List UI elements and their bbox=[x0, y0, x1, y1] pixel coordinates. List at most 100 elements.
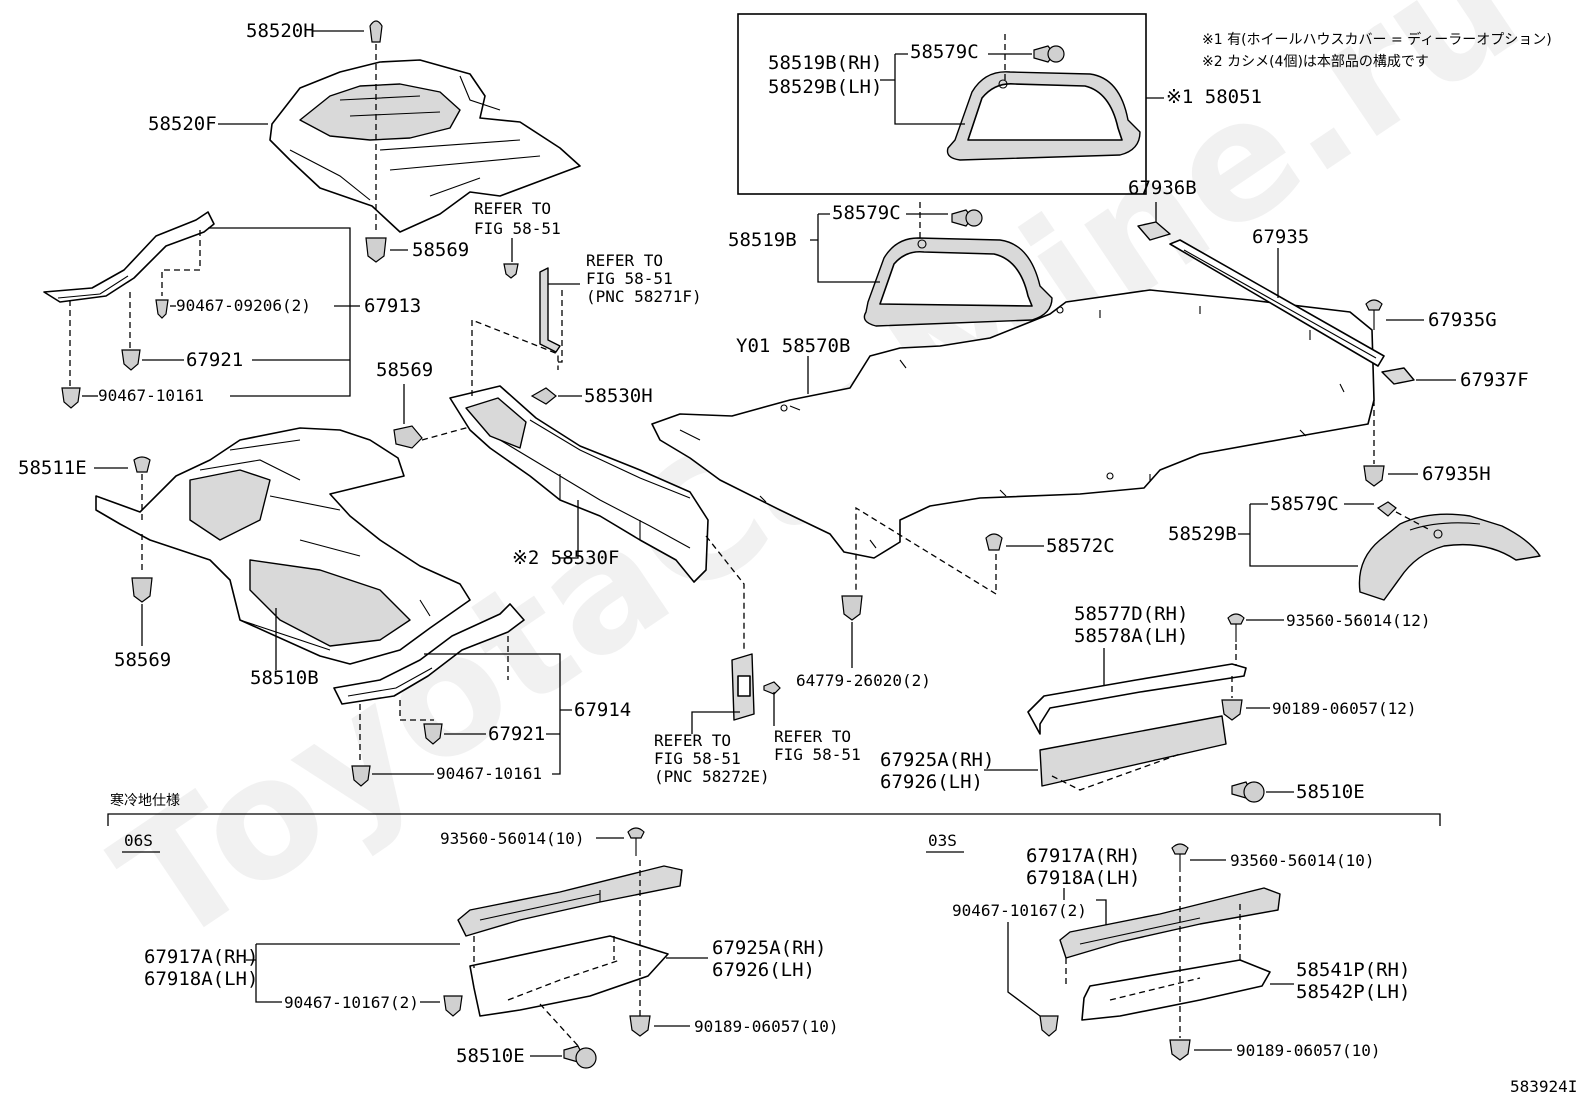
note-2: ※2 カシメ(4個)は本部品の構成です bbox=[1202, 54, 1429, 70]
part-58519B-wheelhouse-cover bbox=[863, 237, 1053, 327]
label-58579C-right: 58579C bbox=[1270, 493, 1339, 515]
label-s03-58541P: 58541P(RH) bbox=[1296, 959, 1410, 981]
clip-58520H bbox=[369, 20, 383, 43]
label-58578A: 58578A(LH) bbox=[1074, 625, 1188, 647]
ref-b-line3: (PNC 58271F) bbox=[586, 287, 702, 306]
label-58570B: Y01 58570B bbox=[736, 335, 850, 357]
note-1: ※1 有(ホイールハウスカバー = ディーラーオプション) bbox=[1202, 31, 1552, 48]
part-58541P-panel-03s bbox=[1081, 959, 1271, 1021]
part-67917A-06s bbox=[457, 865, 683, 937]
label-s06-90189: 90189-06057(10) bbox=[694, 1017, 839, 1036]
label-67921-bot: 67921 bbox=[488, 723, 545, 745]
label-67914: 67914 bbox=[574, 699, 631, 721]
label-58579C-box: 58579C bbox=[910, 41, 979, 63]
clip-90189-06s bbox=[629, 1015, 651, 1037]
label-58520H: 58520H bbox=[246, 20, 315, 42]
part-67937F-pad bbox=[1381, 367, 1415, 385]
cold-spec-bracket bbox=[107, 813, 1441, 826]
screw-58579C-box bbox=[1033, 45, 1065, 63]
clip-67921-top bbox=[121, 349, 141, 371]
label-58569-top: 58569 bbox=[412, 239, 469, 261]
label-58529B: 58529B bbox=[1168, 523, 1237, 545]
cold-spec-title: 寒冷地仕様 bbox=[110, 792, 180, 809]
label-58520F: 58520F bbox=[148, 113, 217, 135]
clip-58569-mid bbox=[393, 425, 423, 449]
bracket-ref-b bbox=[539, 267, 561, 353]
part-67936B-pad bbox=[1137, 221, 1171, 241]
label-67935: 67935 bbox=[1252, 226, 1309, 248]
ref-a-line1: REFER TO bbox=[474, 199, 551, 218]
label-58510E-mid: 58510E bbox=[1296, 781, 1365, 803]
label-67935H: 67935H bbox=[1422, 463, 1491, 485]
part-67925A-06s bbox=[469, 935, 669, 1017]
part-67913-scuff-plate bbox=[43, 211, 215, 303]
tag-06S: 06S bbox=[124, 831, 153, 850]
clip-90467-03s bbox=[1039, 1015, 1059, 1037]
figure-id: 583924I bbox=[1510, 1077, 1577, 1096]
screw-58579C-right bbox=[1376, 501, 1397, 517]
label-s06-67917A: 67917A(RH) bbox=[144, 946, 258, 968]
ref-d-line2: FIG 58-51 bbox=[774, 745, 861, 764]
label-s06-58510E: 58510E bbox=[456, 1045, 525, 1067]
label-93560-12: 93560-56014(12) bbox=[1286, 611, 1431, 630]
part-58570B-deck-board bbox=[651, 289, 1375, 559]
clip-58511E bbox=[133, 456, 151, 473]
label-s06-67926: 67926(LH) bbox=[712, 959, 815, 981]
tag-03S: 03S bbox=[928, 831, 957, 850]
label-58569-mid: 58569 bbox=[376, 359, 433, 381]
ref-b-line1: REFER TO bbox=[586, 251, 663, 270]
clip-90467-10161-bot bbox=[351, 765, 371, 787]
label-90467-10161-bot: 90467-10161 bbox=[436, 764, 542, 783]
label-s06-93560: 93560-56014(10) bbox=[440, 829, 585, 848]
ref-a-line2: FIG 58-51 bbox=[474, 219, 561, 238]
screw-93560-03s bbox=[1171, 843, 1189, 872]
label-67935G: 67935G bbox=[1428, 309, 1497, 331]
clip-58569-left bbox=[131, 577, 153, 603]
ref-c-line2: FIG 58-51 bbox=[654, 749, 741, 768]
clip-67935H bbox=[1363, 465, 1385, 487]
label-s03-93560: 93560-56014(10) bbox=[1230, 851, 1375, 870]
ref-b-line2: FIG 58-51 bbox=[586, 269, 673, 288]
label-58051: ※1 58051 bbox=[1166, 86, 1262, 108]
label-67925A-mid: 67925A(RH) bbox=[880, 749, 994, 771]
part-58529B-wheelhouse-cover bbox=[1358, 513, 1541, 601]
label-58530H: 58530H bbox=[584, 385, 653, 407]
label-s03-90467: 90467-10167(2) bbox=[952, 901, 1087, 920]
label-58510B: 58510B bbox=[250, 667, 319, 689]
label-58511E: 58511E bbox=[18, 457, 87, 479]
part-67917A-03s bbox=[1059, 887, 1281, 959]
screw-ref-d bbox=[763, 681, 781, 695]
ref-d-line1: REFER TO bbox=[774, 727, 851, 746]
label-s06-90467: 90467-10167(2) bbox=[284, 993, 419, 1012]
ref-c-line1: REFER TO bbox=[654, 731, 731, 750]
part-58510B-front-carpet bbox=[95, 427, 471, 665]
label-s06-67925A: 67925A(RH) bbox=[712, 937, 826, 959]
label-58519B: 58519B bbox=[728, 229, 797, 251]
label-90189-12: 90189-06057(12) bbox=[1272, 699, 1417, 718]
label-58572C: 58572C bbox=[1046, 535, 1115, 557]
ref-c-line3: (PNC 58272E) bbox=[654, 767, 770, 786]
label-58569-left: 58569 bbox=[114, 649, 171, 671]
label-67921-top: 67921 bbox=[186, 349, 243, 371]
label-s03-67917A: 67917A(RH) bbox=[1026, 845, 1140, 867]
label-90467-09206: 90467-09206(2) bbox=[176, 296, 311, 315]
label-s06-67918A: 67918A(LH) bbox=[144, 968, 258, 990]
part-67925A-panel-mid bbox=[1039, 715, 1227, 787]
label-58519B-RH: 58519B(RH) bbox=[768, 52, 882, 74]
label-s03-90189: 90189-06057(10) bbox=[1236, 1041, 1381, 1060]
screw-93560-06s bbox=[627, 827, 645, 856]
clip-90467-06s bbox=[443, 995, 463, 1017]
part-58520F-rear-carpet bbox=[269, 59, 581, 233]
clip-67921-bot bbox=[423, 723, 443, 745]
part-58577D-strip bbox=[1027, 663, 1247, 735]
part-58530F-tunnel-insulator bbox=[449, 385, 709, 583]
clip-58530H bbox=[530, 387, 557, 405]
wheelhouse-cover-inset-box bbox=[737, 13, 1147, 195]
clip-58572C bbox=[985, 533, 1003, 551]
label-s03-67918A: 67918A(LH) bbox=[1026, 867, 1140, 889]
label-s03-58542P: 58542P(LH) bbox=[1296, 981, 1410, 1003]
clip-ref-a bbox=[503, 263, 519, 279]
label-58529B-LH: 58529B(LH) bbox=[768, 76, 882, 98]
label-58579C-mid: 58579C bbox=[832, 202, 901, 224]
